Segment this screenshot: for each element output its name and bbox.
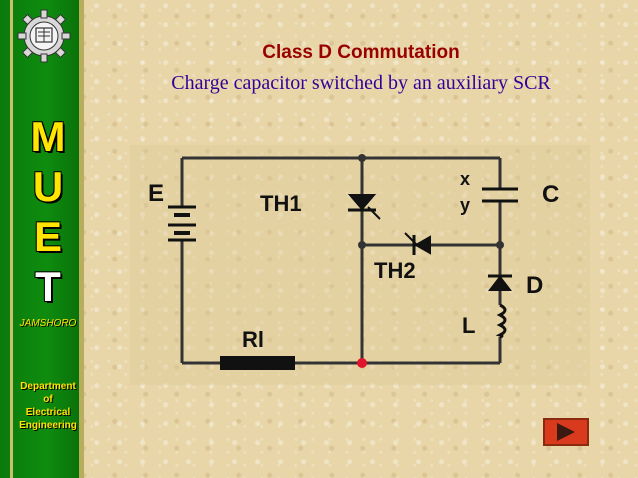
sidebar-stripe-right — [79, 0, 84, 478]
label-inductor: L — [462, 313, 475, 338]
department-line-1: Department — [20, 381, 76, 392]
battery-symbol — [168, 205, 196, 242]
slide-subtitle: Charge capacitor switched by an auxiliar… — [171, 72, 551, 94]
gear-emblem-icon — [17, 9, 71, 63]
th2-scr-symbol — [404, 232, 431, 255]
th1-scr-symbol — [347, 194, 381, 220]
label-cap-bottom: y — [460, 195, 470, 215]
label-load: Rl — [242, 327, 264, 352]
circuit-diagram: E TH1 x y C TH2 D L Rl — [148, 154, 559, 370]
location-label: JAMSHORO — [19, 318, 77, 329]
sidebar: M U E T JAMSHORO Department of Electrica… — [0, 0, 84, 478]
load-resistor-symbol — [220, 356, 295, 370]
junction-bottom — [357, 358, 367, 368]
muet-letter-e: E — [33, 213, 62, 260]
muet-letter-u: U — [32, 163, 64, 210]
next-slide-button[interactable] — [543, 418, 589, 446]
label-th1: TH1 — [260, 191, 302, 216]
label-diode: D — [526, 272, 543, 299]
muet-letter-t: T — [35, 263, 61, 310]
junction-mid — [358, 241, 366, 249]
diode-symbol — [487, 274, 513, 291]
play-right-icon — [557, 423, 575, 441]
junction-top — [358, 154, 366, 162]
department-line-4: Engineering — [19, 420, 77, 431]
label-source: E — [148, 180, 164, 207]
department-line-3: Electrical — [25, 407, 71, 418]
slide-title: Class D Commutation — [262, 42, 460, 63]
circuit-diagram-panel: E TH1 x y C TH2 D L Rl — [130, 145, 590, 385]
label-capacitor: C — [542, 181, 559, 208]
sidebar-stripe — [10, 0, 13, 478]
department-line-2: of — [43, 394, 53, 405]
muet-letter-m: M — [30, 113, 66, 160]
junction-right — [496, 241, 504, 249]
label-cap-top: x — [460, 169, 470, 189]
inductor-symbol — [495, 303, 507, 339]
label-th2: TH2 — [374, 258, 416, 283]
capacitor-symbol — [482, 187, 518, 203]
